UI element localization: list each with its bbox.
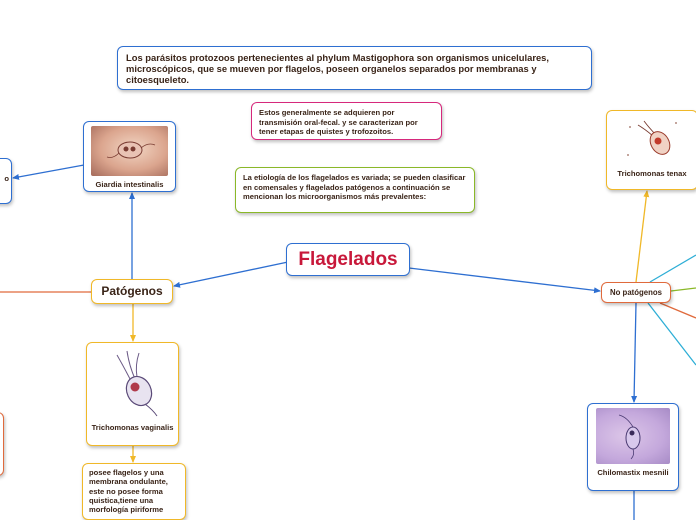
left-offscreen-node-orange[interactable] [0,412,4,476]
ttenax-card[interactable]: Trichomonas tenax [606,110,696,190]
link-nonpath-right-3 [659,302,696,319]
tvaginalis-description: posee flagelos y una membrana ondulante,… [82,463,186,520]
chilomastix-card[interactable]: Chilomastix mesnili [587,403,679,491]
link-nonpath-to-ttenax [635,190,650,283]
giardia-caption: Giardia intestinalis [95,180,164,189]
tvaginalis-caption: Trichomonas vaginalis [91,423,174,432]
pathogens-topic[interactable]: Patógenos [91,279,173,304]
link-main-to-pathogens [173,261,289,288]
chilomastix-caption: Chilomastix mesnili [597,468,669,477]
link-main-to-non-pathogens [408,267,601,294]
link-nonpath-right-1 [649,254,696,283]
intro-description-box: Los parásitos protozoos pertenecientes a… [117,46,592,90]
giardia-micrograph [91,126,168,176]
etiology-note: La etiología de los flagelados es variad… [235,167,475,213]
tvaginalis-illustration [96,347,169,419]
link-nonpath-right-2 [670,287,696,292]
ttenax-caption: Trichomonas tenax [617,169,687,178]
link-giardia-to-left [12,164,85,180]
ttenax-illustration [616,115,688,165]
transmission-note: Estos generalmente se adquieren por tran… [251,102,442,140]
left-offscreen-node-blue[interactable]: o [0,158,12,204]
chilomastix-micrograph [596,408,670,464]
tvaginalis-card[interactable]: Trichomonas vaginalis [86,342,179,446]
link-nonpath-right-4 [647,302,696,366]
central-topic[interactable]: Flagelados [286,243,410,276]
non-pathogens-topic[interactable]: No patógenos [601,282,671,303]
link-nonpath-to-chilomastix [631,302,638,403]
giardia-card[interactable]: Giardia intestinalis [83,121,176,192]
